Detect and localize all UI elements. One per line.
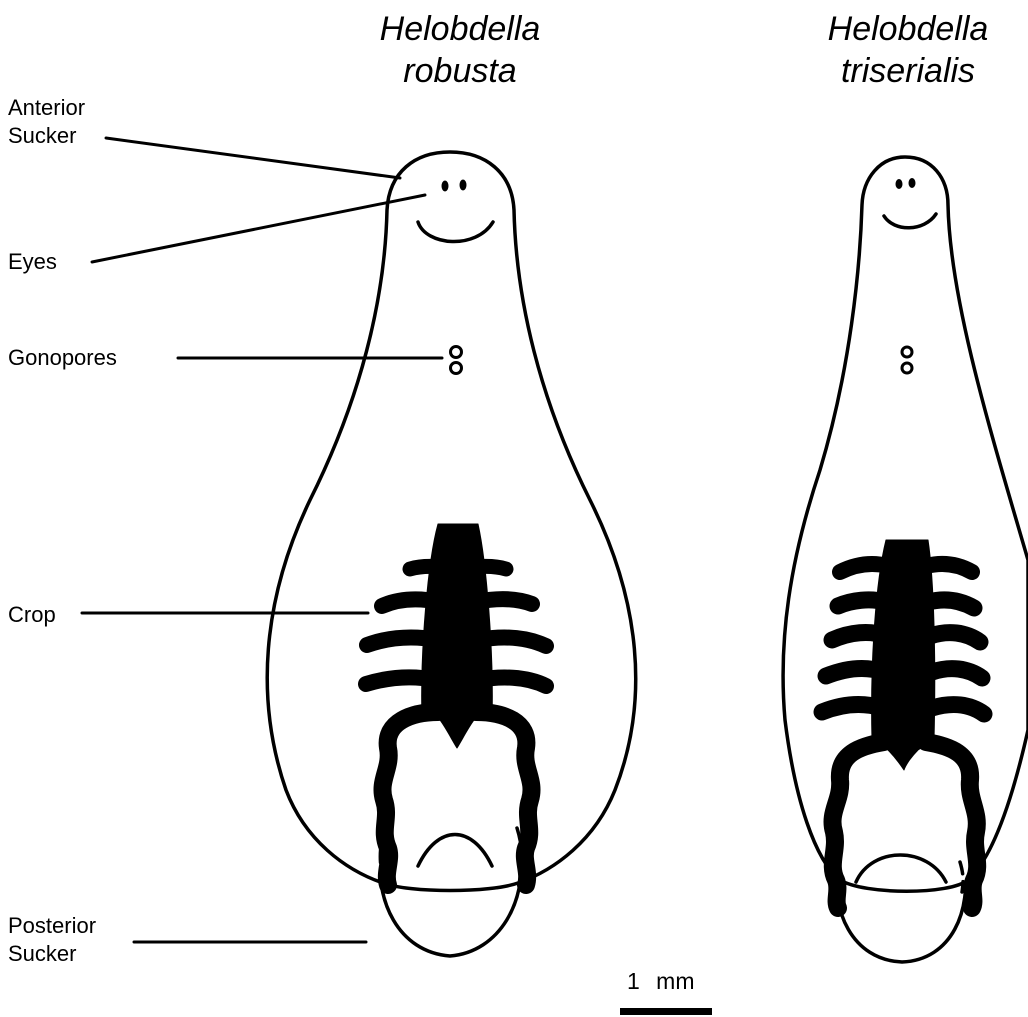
leader-eyes	[92, 195, 425, 262]
robusta-eye-left	[442, 181, 449, 192]
scale-bar	[620, 1008, 712, 1015]
scale-bar-label: 1 mm	[627, 968, 695, 995]
leader-anterior-sucker	[106, 138, 400, 178]
triserialis-eye-left	[896, 179, 903, 189]
triserialis-body-outline	[783, 157, 1028, 891]
robusta-body-outline	[267, 152, 635, 891]
robusta-eye-right	[460, 180, 467, 191]
triserialis-eye-right	[909, 178, 916, 188]
